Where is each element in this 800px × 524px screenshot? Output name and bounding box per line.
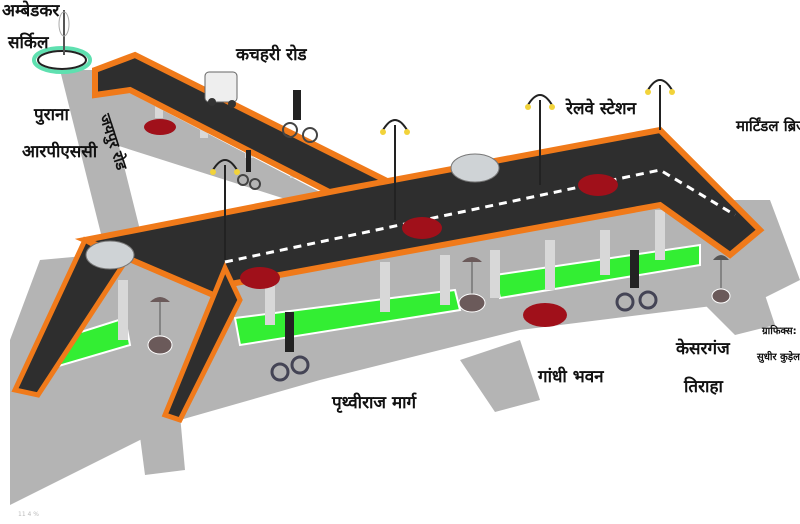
red-car-icon — [240, 267, 280, 289]
credit-name: सुधीर कुड़ेल — [757, 352, 800, 363]
label-prithviraj-marg: पृथ्वीराज मार्ग — [332, 393, 417, 413]
ground-roads — [10, 70, 800, 505]
label-martindale-bridge: मार्टिंडल ब्रिज — [736, 117, 800, 135]
label-kesarganj-line2: तिराहा — [684, 377, 723, 397]
motorcycle-icon — [282, 90, 318, 143]
label-ambedkar-circle-line1: अम्बेडकर — [2, 1, 60, 21]
silver-car-icon — [450, 153, 500, 183]
street-lamp-icon — [645, 79, 675, 130]
label-purana-rpsc-line1: पुराना — [34, 105, 69, 125]
flyover — [11, 51, 765, 424]
label-purana-rpsc-line2: आरपीएससी — [22, 142, 98, 162]
motorcycle-icon — [615, 250, 658, 312]
planters — [147, 255, 731, 355]
motorcycle-icon — [237, 150, 261, 190]
street-lamp-icon — [210, 159, 240, 260]
label-kachahri-road: कचहरी रोड — [236, 45, 307, 65]
red-car-icon — [523, 303, 567, 327]
gandhi-bhawan-spur — [460, 340, 540, 412]
street-lamp-icon — [525, 94, 555, 185]
vehicles — [85, 71, 658, 382]
corner-mark: 11 4 % — [18, 511, 39, 518]
credit-label: ग्राफिक्स: — [762, 326, 797, 337]
suv-icon — [204, 71, 238, 108]
label-ambedkar-circle-line2: सर्किल — [8, 33, 49, 53]
ambedkar-circle — [32, 10, 92, 74]
street-lamp-icon — [380, 119, 410, 220]
planter-lamp-icon — [147, 297, 173, 355]
label-gandhi-bhawan: गांधी भवन — [538, 367, 604, 387]
silver-car-icon — [85, 240, 135, 270]
street-lamps — [210, 79, 675, 260]
planter-lamp-icon — [458, 257, 486, 313]
red-car-icon — [578, 174, 618, 196]
red-car-icon — [144, 119, 176, 135]
label-railway-station: रेलवे स्टेशन — [566, 99, 637, 119]
left-spur-road — [130, 360, 185, 475]
motorcycle-icon — [270, 312, 310, 382]
planter-lamp-icon — [711, 255, 731, 304]
label-kesarganj-line1: केसरगंज — [676, 339, 730, 359]
red-car-icon — [402, 217, 442, 239]
center-ramp-deck — [161, 261, 243, 424]
